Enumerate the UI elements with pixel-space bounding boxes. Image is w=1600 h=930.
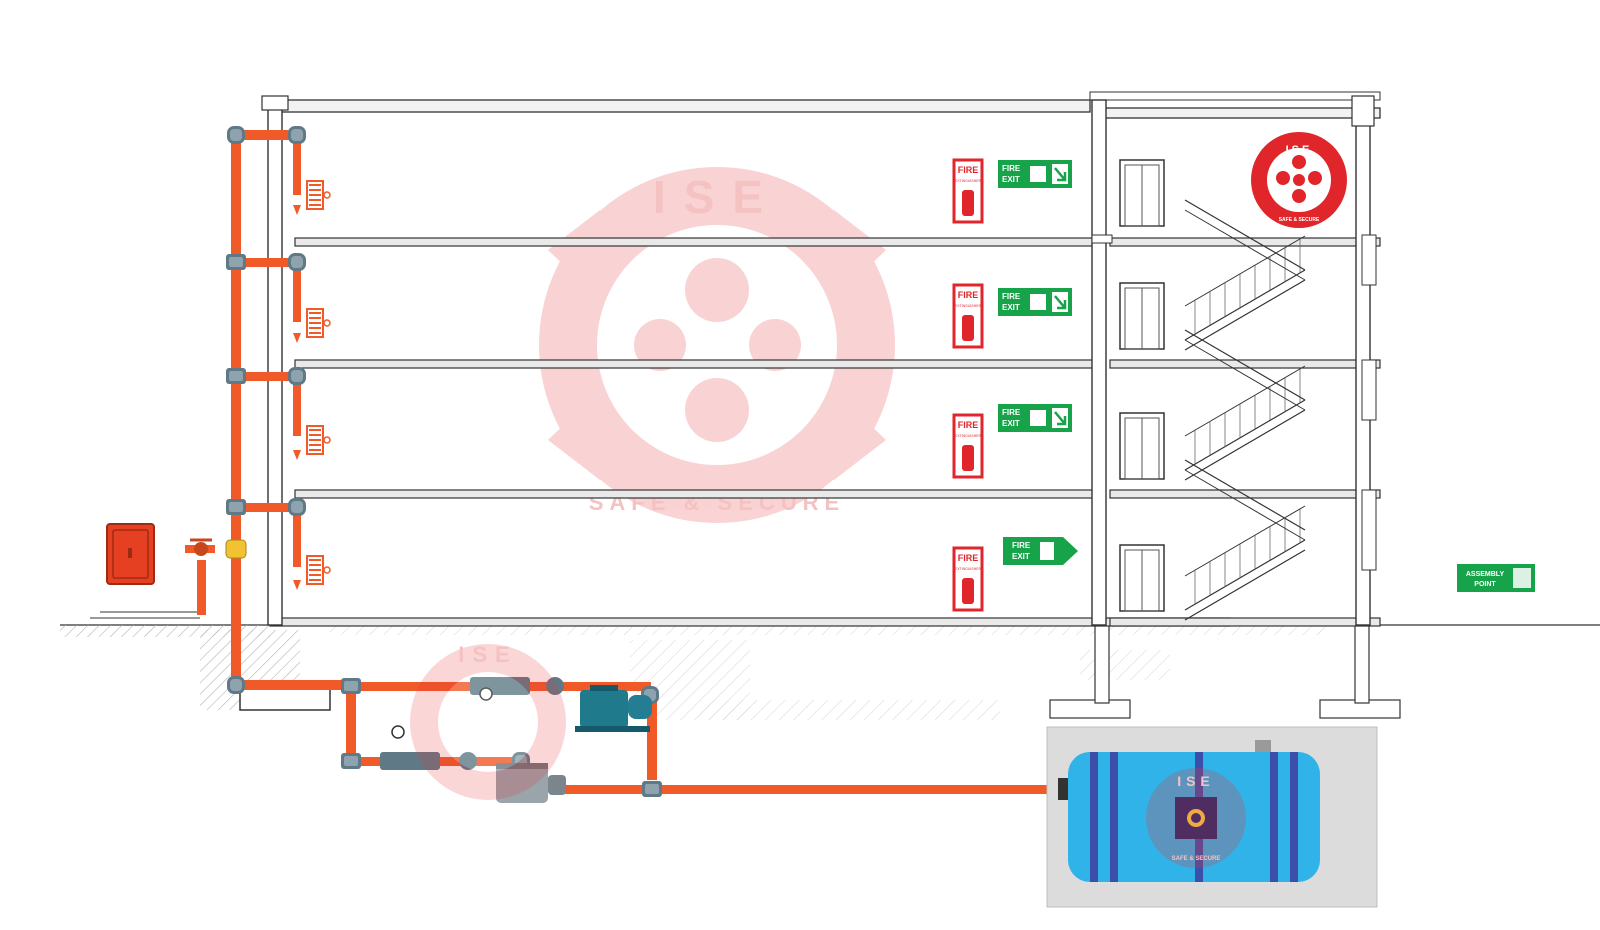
watermark-brand-text: ISE	[653, 171, 781, 223]
watermark-logo-large	[539, 167, 895, 523]
extinguisher-sign-floor2: FIRE EXTINGUISHER	[952, 413, 984, 479]
hydrant-valve	[190, 538, 212, 556]
ground	[60, 611, 1600, 720]
main-fire-pump	[575, 685, 652, 732]
assembly-line2: POINT	[1474, 581, 1496, 588]
extinguisher-sign-subtitle: EXTINGUISHER	[955, 567, 982, 571]
extinguisher-sign-subtitle: EXTINGUISHER	[955, 434, 982, 438]
extinguisher-sign-title: FIRE	[958, 420, 979, 430]
water-tank	[1046, 726, 1378, 908]
fire-hose-cabinet	[106, 523, 155, 585]
fire-exit-sign-floor4: FIRE EXIT	[998, 160, 1072, 188]
fire-exit-sign-floor3: FIRE EXIT	[998, 288, 1072, 316]
extinguisher-sign-subtitle: EXTINGUISHER	[955, 304, 982, 308]
watermark-brand-small: ISE	[458, 642, 517, 667]
fire-exit-sign-floor2: FIRE EXIT	[998, 404, 1072, 432]
assembly-line1: ASSEMBLY	[1466, 571, 1505, 578]
extinguisher-sign-subtitle: EXTINGUISHER	[955, 179, 982, 183]
staircase	[1184, 199, 1306, 621]
fire-exit-line2: EXIT	[1012, 552, 1030, 561]
fire-exit-line2: EXIT	[1002, 419, 1020, 428]
fire-exit-line1: FIRE	[1002, 292, 1021, 301]
watermark-tagline-tank: SAFE & SECURE	[1172, 856, 1221, 862]
watermark-logo-tank	[1146, 768, 1246, 868]
fire-exit-line1: FIRE	[1012, 541, 1031, 550]
fire-exit-sign-floor1: FIRE EXIT	[1003, 537, 1078, 565]
fire-exit-line2: EXIT	[1002, 175, 1020, 184]
pipe-fittings	[225, 126, 662, 797]
extinguisher-sign-title: FIRE	[958, 290, 979, 300]
building-structure	[261, 91, 1381, 627]
extinguisher-sign-floor4: FIRE EXTINGUISHER	[952, 158, 984, 224]
fire-exit-line1: FIRE	[1002, 164, 1021, 173]
extinguisher-sign-floor3: FIRE EXTINGUISHER	[952, 283, 984, 349]
stair-doors	[1119, 159, 1165, 612]
fire-exit-line1: FIRE	[1002, 408, 1021, 417]
watermark-brand-tank: ISE	[1177, 773, 1215, 789]
fire-exit-line2: EXIT	[1002, 303, 1020, 312]
pump-valves	[380, 677, 564, 770]
assembly-point-sign: ASSEMBLY POINT	[1457, 564, 1535, 592]
logo-tagline-text: SAFE & SECURE	[1279, 217, 1320, 223]
extinguisher-sign-title: FIRE	[958, 165, 979, 175]
watermark-logo-small	[410, 644, 566, 800]
extinguisher-sign-title: FIRE	[958, 553, 979, 563]
extinguisher-sign-floor1: FIRE EXTINGUISHER	[952, 546, 984, 612]
jockey-pump	[496, 763, 566, 803]
ise-logo-emblem	[1251, 132, 1347, 228]
hose-reels	[293, 180, 331, 590]
logo-brand-text: ISE	[1286, 144, 1313, 156]
